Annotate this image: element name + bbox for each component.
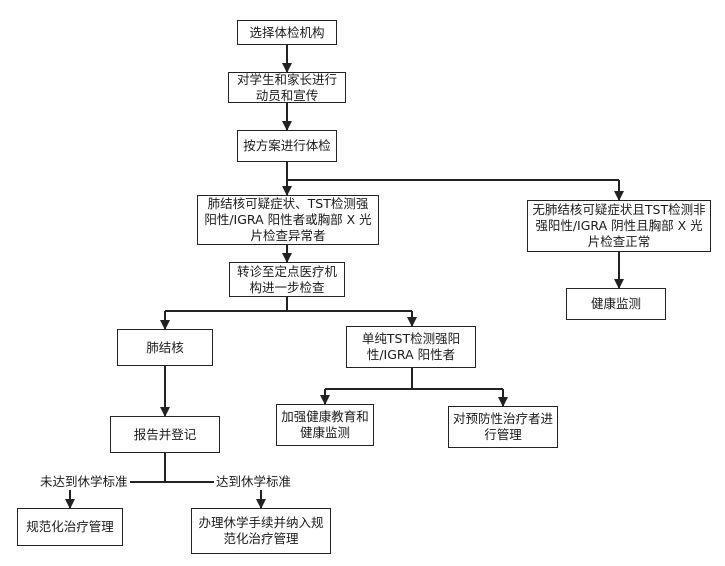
node-tb: 肺结核 xyxy=(117,329,213,366)
node-examine: 按方案进行体检 xyxy=(237,130,337,162)
node-health-monitor: 健康监测 xyxy=(566,288,666,320)
node-referral: 转诊至定点医疗机构进一步检查 xyxy=(229,262,345,297)
node-suspend-school: 办理休学手续并纳入规范化治疗管理 xyxy=(191,508,331,554)
node-standard-treatment: 规范化治疗管理 xyxy=(17,508,123,546)
node-tst-only: 单纯TST检测强阳性/IGRA 阳性者 xyxy=(346,326,476,368)
node-mobilize: 对学生和家长进行动员和宣传 xyxy=(228,72,346,103)
node-suspected: 肺结核可疑症状、TST检测强阳性/IGRA 阳性者或胸部 X 光片检查异常者 xyxy=(197,195,379,245)
node-no-suspected: 无肺结核可疑症状且TST检测非强阳性/IGRA 阴性且胸部 X 光片检查正常 xyxy=(527,200,711,252)
node-education: 加强健康教育和健康监测 xyxy=(276,404,374,446)
node-preventive: 对预防性治疗者进行管理 xyxy=(448,406,558,448)
edge-label-reached: 达到休学标准 xyxy=(214,474,294,490)
edge-label-not-reached: 未达到休学标准 xyxy=(38,474,130,490)
node-select-institution: 选择体检机构 xyxy=(237,20,337,45)
node-report: 报告并登记 xyxy=(110,416,220,453)
